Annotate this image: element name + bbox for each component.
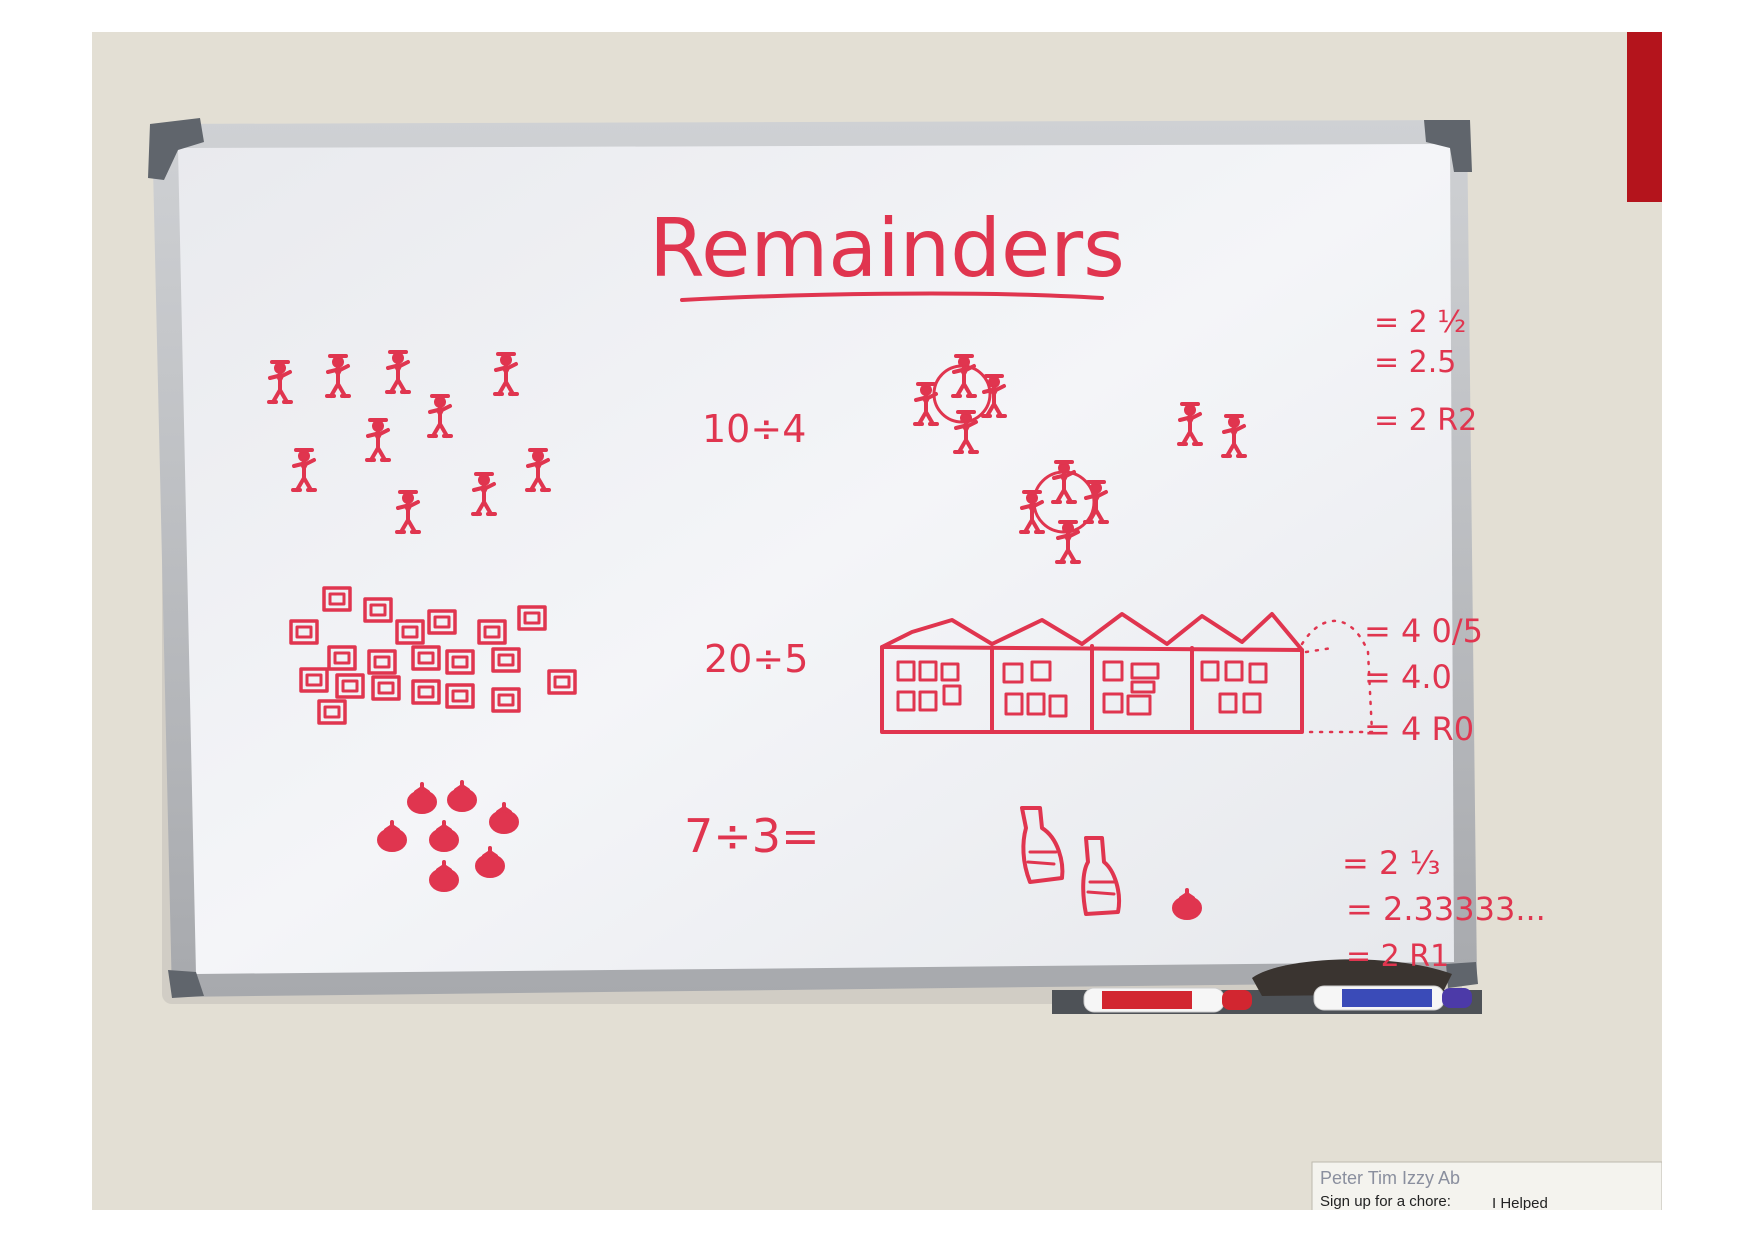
note-table-cell: I Helped (1492, 1195, 1548, 1210)
photo-canvas: Remainders 10÷4 = 2 ½ = 2.5 = 2 R2 (92, 32, 1662, 1210)
result-7-div-3-decimal: = 2.33333... (1346, 890, 1546, 928)
expression-20-div-5: 20÷5 (704, 637, 808, 681)
whiteboard-photo: Remainders 10÷4 = 2 ½ = 2.5 = 2 R2 (92, 32, 1662, 1210)
board-title: Remainders (649, 202, 1125, 295)
blue-marker (1313, 985, 1472, 1011)
result-20-div-5-decimal: = 4.0 (1364, 658, 1452, 696)
expression-10-div-4: 10÷4 (702, 407, 806, 451)
red-object (1627, 32, 1662, 202)
frame-corner-bottom-right (1446, 962, 1478, 988)
drawing-sauce-bottles (1020, 806, 1203, 921)
red-marker (1083, 987, 1252, 1013)
result-7-div-3-remainder: = 2 R1 (1346, 939, 1449, 974)
chore-signup-note: Peter Tim Izzy Ab Sign up for a chore: I… (1311, 1161, 1662, 1210)
frame-corner-bottom-left (168, 970, 204, 998)
frame-corner-top-right (1424, 120, 1472, 172)
frame-corner-top-left (148, 118, 204, 180)
result-20-div-5-fraction: = 4 0/5 (1364, 612, 1483, 650)
expression-7-div-3: 7÷3= (684, 809, 820, 863)
title-underline (680, 291, 1104, 302)
whiteboard-surface (178, 144, 1454, 974)
result-10-div-4-fraction: = 2 ½ (1374, 305, 1466, 340)
drawing-people-groups (913, 354, 1247, 564)
result-7-div-3-fraction: = 2 ⅓ (1342, 844, 1441, 882)
result-10-div-4-remainder: = 2 R2 (1374, 403, 1477, 438)
result-10-div-4-decimal: = 2.5 (1374, 345, 1456, 380)
drawing-four-crates (880, 612, 1374, 734)
note-signup-line: Sign up for a chore: (1320, 1193, 1451, 1210)
result-20-div-5-remainder: = 4 R0 (1364, 710, 1474, 748)
note-names: Peter Tim Izzy Ab (1320, 1168, 1460, 1188)
